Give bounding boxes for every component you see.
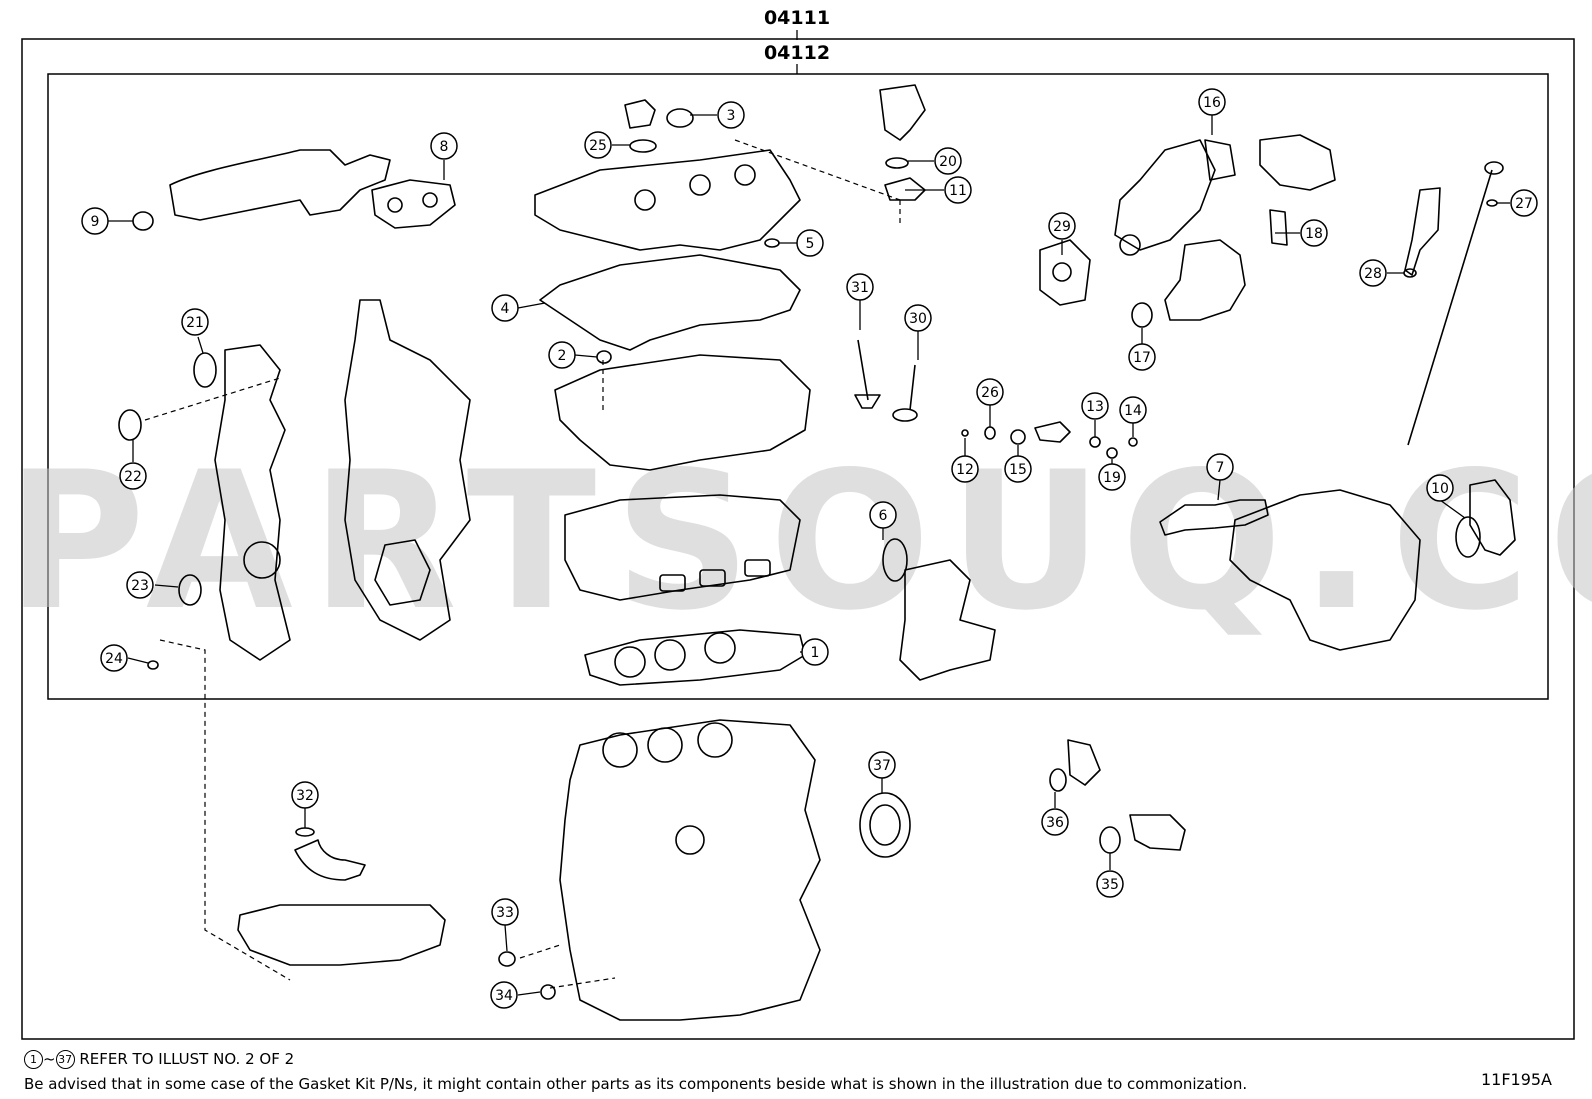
outer-kit-frame [21, 38, 1575, 1040]
callout-37: 37 [868, 751, 896, 779]
callout-14: 14 [1119, 396, 1147, 424]
callout-23: 23 [126, 571, 154, 599]
callout-11: 11 [944, 176, 972, 204]
callout-2: 2 [548, 341, 576, 369]
part-sketches [169, 84, 1516, 1021]
outer-kit-code: 04111 [764, 7, 830, 29]
callout-number: 11 [949, 183, 967, 199]
callout-24: 24 [100, 644, 128, 672]
callout-number: 27 [1515, 196, 1533, 212]
refer-text: REFER TO ILLUST NO. 2 OF 2 [79, 1050, 295, 1068]
callout-number: 37 [873, 758, 891, 774]
callout-15: 15 [1004, 455, 1032, 483]
callout-34: 34 [490, 981, 518, 1009]
callout-4: 4 [491, 294, 519, 322]
callout-number: 19 [1103, 470, 1121, 486]
range-separator: ~ [43, 1050, 56, 1068]
callout-16: 16 [1198, 88, 1226, 116]
callout-31: 31 [846, 273, 874, 301]
callout-6: 6 [869, 501, 897, 529]
callout-9: 9 [81, 207, 109, 235]
callout-number: 3 [727, 108, 736, 124]
callout-30: 30 [904, 304, 932, 332]
callout-number: 13 [1086, 399, 1104, 415]
callout-number: 20 [939, 154, 957, 170]
callout-number: 8 [440, 139, 449, 155]
callout-number: 18 [1305, 226, 1323, 242]
callout-number: 1 [811, 645, 820, 661]
footnote-range: 1~37 REFER TO ILLUST NO. 2 OF 2 [24, 1050, 294, 1069]
callout-1: 1 [801, 638, 829, 666]
range-start-bubble: 1 [24, 1050, 43, 1069]
callout-25: 25 [584, 131, 612, 159]
callout-29: 29 [1048, 212, 1076, 240]
callout-number: 21 [186, 315, 204, 331]
range-end-bubble: 37 [55, 1050, 75, 1069]
callout-33: 33 [491, 898, 519, 926]
callout-number: 32 [296, 788, 314, 804]
advisory-text: Be advised that in some case of the Gask… [24, 1075, 1248, 1093]
seal-shapes [118, 199, 1498, 1000]
relation-lines [144, 139, 901, 989]
callout-number: 10 [1431, 481, 1449, 497]
callout-number: 5 [806, 236, 815, 252]
watermark: PARTSOUQ.COM [6, 431, 1592, 652]
callout-18: 18 [1300, 219, 1328, 247]
callout-number: 26 [981, 385, 999, 401]
callout-number: 35 [1101, 877, 1119, 893]
callout-number: 31 [851, 280, 869, 296]
callout-number: 34 [495, 988, 513, 1004]
callout-number: 17 [1133, 350, 1151, 366]
callout-27: 27 [1510, 189, 1538, 217]
callout-35: 35 [1096, 870, 1124, 898]
callout-number: 16 [1203, 95, 1221, 111]
callout-number: 30 [909, 311, 927, 327]
callout-5: 5 [796, 229, 824, 257]
callout-number: 4 [501, 301, 510, 317]
figure-code: 11F195A [1480, 1070, 1552, 1089]
callout-number: 33 [496, 905, 514, 921]
callout-number: 15 [1009, 462, 1027, 478]
callout-19: 19 [1098, 463, 1126, 491]
callout-number: 14 [1124, 403, 1142, 419]
callout-7: 7 [1206, 453, 1234, 481]
inner-kit-frame [47, 73, 1549, 700]
callout-10: 10 [1426, 474, 1454, 502]
callout-13: 13 [1081, 392, 1109, 420]
callout-number: 29 [1053, 219, 1071, 235]
callout-22: 22 [119, 462, 147, 490]
callout-32: 32 [291, 781, 319, 809]
callout-36: 36 [1041, 808, 1069, 836]
callout-number: 9 [91, 214, 100, 230]
callout-number: 12 [956, 462, 974, 478]
callout-21: 21 [181, 308, 209, 336]
callout-number: 25 [589, 138, 607, 154]
callout-number: 7 [1216, 460, 1225, 476]
callout-number: 22 [124, 469, 142, 485]
callout-number: 23 [131, 578, 149, 594]
callout-3: 3 [717, 101, 745, 129]
callout-number: 36 [1046, 815, 1064, 831]
inner-kit-code: 04112 [764, 42, 830, 64]
callout-number: 6 [879, 508, 888, 524]
callout-8: 8 [430, 132, 458, 160]
callout-17: 17 [1128, 343, 1156, 371]
callout-28: 28 [1359, 259, 1387, 287]
callout-26: 26 [976, 378, 1004, 406]
callout-leaders [108, 114, 1510, 996]
callout-number: 24 [105, 651, 123, 667]
callout-number: 28 [1364, 266, 1382, 282]
callout-12: 12 [951, 455, 979, 483]
callout-number: 2 [558, 348, 567, 364]
callout-20: 20 [934, 147, 962, 175]
